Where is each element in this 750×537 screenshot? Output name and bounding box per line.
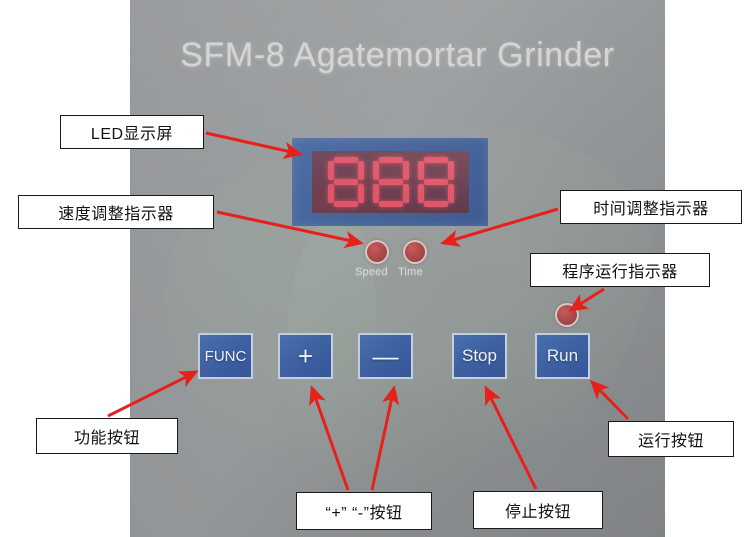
minus-button[interactable]: — [358,333,413,379]
segment-d [333,201,358,207]
led-digit-1 [327,157,364,207]
led-display [292,138,488,226]
callout-run-button: 运行按钮 [608,421,734,457]
callout-led-display: LED显示屏 [60,115,204,149]
plus-button[interactable]: + [278,333,333,379]
led-digit-3 [417,157,454,207]
segment-d [378,201,403,207]
segment-d [423,201,448,207]
callout-time-indicator: 时间调整指示器 [560,190,742,224]
segment-g [423,179,448,185]
segment-e [327,184,334,203]
callout-func-button: 功能按钮 [36,418,178,454]
segment-b [447,161,454,180]
time-indicator-led [403,240,427,264]
callout-stop-button: 停止按钮 [473,491,603,529]
segment-a [378,157,403,163]
callout-plus-minus-button: “+” “-”按钮 [296,492,432,530]
led-digit-2 [372,157,409,207]
segment-f [327,161,334,180]
stop-button[interactable]: Stop [452,333,507,379]
segment-f [417,161,424,180]
segment-a [423,157,448,163]
speed-indicator-label: Speed [355,266,388,278]
segment-e [417,184,424,203]
segment-c [357,184,364,203]
segment-b [357,161,364,180]
segment-g [378,179,403,185]
speed-indicator-led [365,240,389,264]
callout-program-run-indicator: 程序运行指示器 [530,253,710,287]
run-button[interactable]: Run [535,333,590,379]
segment-c [447,184,454,203]
time-indicator-label: Time [398,266,423,278]
panel-watermark-swirl-3 [212,249,618,511]
segment-g [333,179,358,185]
device-model-title: SFM-8 Agatemortar Grinder [180,36,615,74]
segment-b [402,161,409,180]
func-button[interactable]: FUNC [198,333,253,379]
callout-speed-indicator: 速度调整指示器 [18,195,214,229]
segment-c [402,184,409,203]
segment-f [372,161,379,180]
segment-e [372,184,379,203]
program-run-indicator-led [555,303,579,327]
led-screen [312,151,469,213]
segment-a [333,157,358,163]
